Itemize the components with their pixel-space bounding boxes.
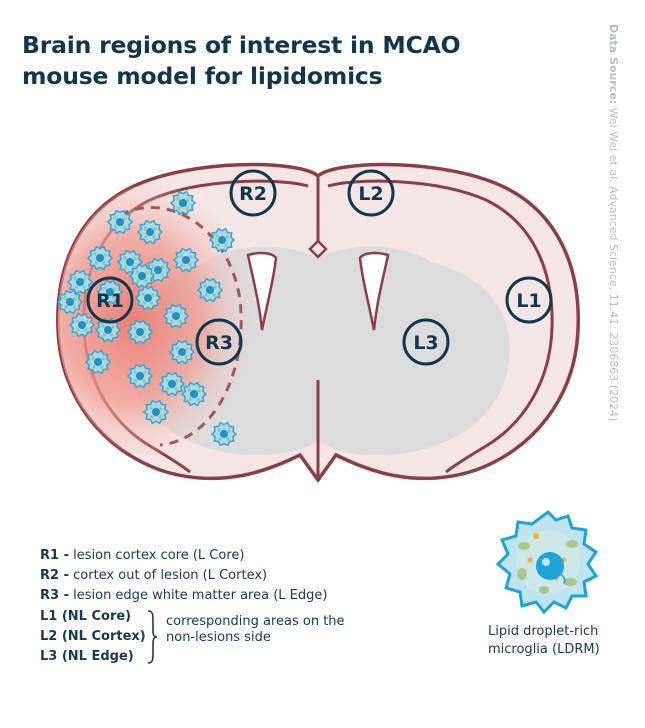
microglia-cell	[169, 190, 197, 216]
region-label-text: L3	[413, 332, 438, 354]
region-label-l1: L1	[505, 276, 553, 324]
region-label-text: R2	[239, 183, 267, 205]
legend-l-description: corresponding areas on the non-lesions s…	[166, 614, 345, 645]
microglia-cell	[168, 339, 196, 365]
ldrm-cell-icon	[495, 510, 599, 615]
microglia-cell	[86, 245, 114, 271]
microglia-cell	[158, 371, 186, 397]
microglia-cell	[172, 247, 200, 273]
microglia-cell	[106, 209, 134, 235]
microglia-cell	[68, 312, 96, 338]
legend-l1: L1 (NL Core)	[40, 609, 132, 624]
microglia-cell	[66, 269, 94, 295]
microglia-cell	[136, 219, 164, 245]
midline-diamond	[308, 239, 328, 259]
microglia-cell	[134, 285, 162, 311]
microglia-cell	[210, 421, 238, 447]
microglia-cell	[180, 381, 208, 407]
legend-r1: R1 - lesion cortex core (L Core)	[40, 548, 245, 563]
microglia-cell	[162, 303, 190, 329]
region-label-text: L1	[516, 290, 541, 312]
region-label-l3: L3	[402, 318, 450, 366]
region-label-text: L2	[358, 183, 383, 205]
region-label-r2: R2	[229, 169, 277, 217]
microglia-cell	[126, 363, 154, 389]
legend-r2: R2 - cortex out of lesion (L Cortex)	[40, 568, 268, 583]
brace-icon	[147, 610, 158, 664]
legend-l3: L3 (NL Edge)	[40, 649, 134, 664]
microglia-cell	[208, 227, 236, 253]
legend: R1 - lesion cortex core (L Core) R2 - co…	[40, 546, 345, 667]
page-title: Brain regions of interest in MCAO mouse …	[22, 31, 461, 90]
microglia-cell	[196, 277, 224, 303]
microglia-cell	[142, 399, 170, 425]
legend-l-group: L1 (NL Core) L2 (NL Cortex) L3 (NL Edge)…	[40, 607, 345, 667]
ventricle-left	[246, 251, 278, 331]
region-label-r3: R3	[195, 318, 243, 366]
lesion-boundary	[119, 206, 243, 447]
legend-r3: R3 - lesion edge white matter area (L Ed…	[40, 588, 328, 603]
microglia-cell	[126, 319, 154, 345]
legend-l2: L2 (NL Cortex)	[40, 629, 146, 644]
microglia-cell	[128, 263, 156, 289]
microglia-cell	[116, 249, 144, 275]
region-label-l2: L2	[347, 169, 395, 217]
region-label-text: R3	[205, 332, 233, 354]
cortex-inner-line-right	[327, 179, 554, 474]
region-label-text: R1	[96, 290, 124, 312]
microglia-cell	[56, 289, 84, 315]
ldrm-label: Lipid droplet-rich microglia (LDRM)	[488, 624, 600, 657]
microglia-cell	[96, 279, 124, 305]
region-label-r1: R1	[86, 276, 134, 324]
microglia-cell	[84, 349, 112, 375]
microglia-cells	[56, 190, 238, 447]
ventricle-right	[358, 251, 390, 331]
